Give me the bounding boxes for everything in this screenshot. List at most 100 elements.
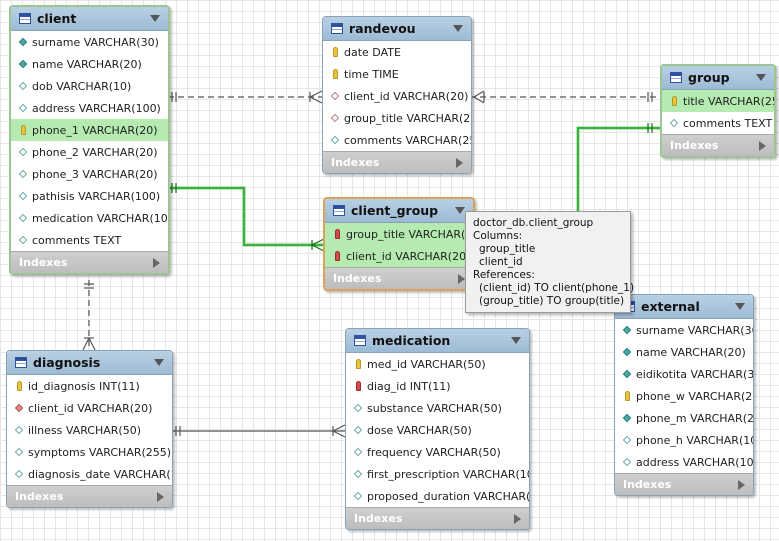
column-row[interactable]: group_title VARCHAR(25) xyxy=(323,107,471,129)
column-row[interactable]: medication VARCHAR(100) xyxy=(11,207,168,229)
column-row[interactable]: date DATE xyxy=(323,41,471,63)
column-row[interactable]: group_title VARCHAR(25) xyxy=(325,223,473,245)
column-row[interactable]: eidikotita VARCHAR(30) xyxy=(615,363,753,385)
column-row[interactable]: client_id VARCHAR(20) xyxy=(7,397,172,419)
relationship-randevou-group[interactable] xyxy=(470,90,660,104)
table-header[interactable]: medication xyxy=(346,329,529,353)
expand-arrow-icon[interactable] xyxy=(759,140,766,151)
table-group[interactable]: group title VARCHAR(25)comments TEXT Ind… xyxy=(660,64,776,158)
indexes-section[interactable]: Indexes xyxy=(325,267,473,289)
column-row[interactable]: illness VARCHAR(50) xyxy=(7,419,172,441)
expand-arrow-icon[interactable] xyxy=(157,491,164,502)
column-row[interactable]: frequency VARCHAR(50) xyxy=(346,441,529,463)
column-row[interactable]: comments TEXT xyxy=(662,112,774,134)
column-label: time TIME xyxy=(344,67,399,81)
table-header[interactable]: diagnosis xyxy=(7,351,172,375)
column-row[interactable]: phone_m VARCHAR(22) xyxy=(615,407,753,429)
column-label: client_id VARCHAR(20) xyxy=(346,249,471,263)
column-list: id_diagnosis INT(11)client_id VARCHAR(20… xyxy=(7,375,172,485)
column-row[interactable]: med_id VARCHAR(50) xyxy=(346,353,529,375)
nullable-column-icon-shape xyxy=(18,235,28,245)
expand-arrow-icon[interactable] xyxy=(514,513,521,524)
tooltip-title: doctor_db.client_group xyxy=(473,217,594,229)
table-header[interactable]: client xyxy=(11,7,168,31)
collapse-arrow-icon[interactable] xyxy=(511,337,521,344)
relationship-diagnosis-medication[interactable] xyxy=(172,424,346,438)
nullable-column-icon xyxy=(17,191,29,201)
column-row[interactable]: time TIME xyxy=(323,63,471,85)
column-row[interactable]: name VARCHAR(20) xyxy=(615,341,753,363)
column-row[interactable]: name VARCHAR(20) xyxy=(11,53,168,75)
collapse-arrow-icon[interactable] xyxy=(756,74,766,81)
expand-arrow-icon[interactable] xyxy=(738,479,745,490)
indexes-section[interactable]: Indexes xyxy=(7,485,172,507)
column-row[interactable]: surname VARCHAR(30) xyxy=(615,319,753,341)
column-row[interactable]: pathisis VARCHAR(100) xyxy=(11,185,168,207)
column-row[interactable]: id_diagnosis INT(11) xyxy=(7,375,172,397)
table-external[interactable]: external surname VARCHAR(30)name VARCHAR… xyxy=(614,294,754,496)
table-header[interactable]: group xyxy=(662,66,774,90)
column-row[interactable]: address VARCHAR(100) xyxy=(615,451,753,473)
column-row[interactable]: phone_h VARCHAR(10) xyxy=(615,429,753,451)
column-row[interactable]: comments VARCHAR(255) xyxy=(323,129,471,151)
relationship-client-randevou[interactable] xyxy=(168,90,323,104)
primary-key-icon-shape xyxy=(20,125,26,135)
column-row[interactable]: first_prescription VARCHAR(10) xyxy=(346,463,529,485)
table-client-group[interactable]: client_group group_title VARCHAR(25) clie… xyxy=(323,197,475,291)
column-row[interactable]: dob VARCHAR(10) xyxy=(11,75,168,97)
column-label: phone_2 VARCHAR(20) xyxy=(32,145,158,159)
expand-arrow-icon[interactable] xyxy=(458,273,465,284)
column-row[interactable]: client_id VARCHAR(20) xyxy=(325,245,473,267)
column-row[interactable]: phone_w VARCHAR(22) xyxy=(615,385,753,407)
collapse-arrow-icon[interactable] xyxy=(453,25,463,32)
indexes-label: Indexes xyxy=(331,156,380,169)
column-row[interactable]: address VARCHAR(100) xyxy=(11,97,168,119)
column-row[interactable]: proposed_duration VARCHAR(50) xyxy=(346,485,529,507)
column-label: illness VARCHAR(50) xyxy=(28,423,142,437)
collapse-arrow-icon[interactable] xyxy=(154,359,164,366)
expand-arrow-icon[interactable] xyxy=(456,157,463,168)
column-label: dob VARCHAR(10) xyxy=(32,79,132,93)
table-header[interactable]: randevou xyxy=(323,17,471,41)
collapse-arrow-icon[interactable] xyxy=(455,207,465,214)
table-header[interactable]: external xyxy=(615,295,753,319)
indexes-section[interactable]: Indexes xyxy=(11,251,168,273)
table-diagnosis[interactable]: diagnosis id_diagnosis INT(11)client_id … xyxy=(6,350,173,508)
column-row[interactable]: phone_2 VARCHAR(20) xyxy=(11,141,168,163)
relationship-group-client-group[interactable] xyxy=(576,123,660,240)
tooltip-references-label: References: xyxy=(473,269,535,281)
column-row[interactable]: phone_3 VARCHAR(20) xyxy=(11,163,168,185)
foreign-primary-key-icon-shape xyxy=(355,381,361,391)
not-null-column-icon xyxy=(621,325,633,335)
column-list: surname VARCHAR(30)name VARCHAR(20)eidik… xyxy=(615,319,753,473)
indexes-section[interactable]: Indexes xyxy=(323,151,471,173)
primary-key-icon xyxy=(17,125,29,135)
nullable-column-icon xyxy=(13,447,25,457)
column-row[interactable]: phone_1 VARCHAR(20) xyxy=(11,119,168,141)
column-row[interactable]: diagnosis_date VARCHAR(10) xyxy=(7,463,172,485)
column-row[interactable]: substance VARCHAR(50) xyxy=(346,397,529,419)
column-row[interactable]: surname VARCHAR(30) xyxy=(11,31,168,53)
column-row[interactable]: symptoms VARCHAR(255) xyxy=(7,441,172,463)
column-row[interactable]: title VARCHAR(25) xyxy=(662,90,774,112)
column-row[interactable]: comments TEXT xyxy=(11,229,168,251)
indexes-section[interactable]: Indexes xyxy=(662,134,774,156)
table-randevou[interactable]: randevou date DATE time TIME client_id VAR… xyxy=(322,16,472,174)
collapse-arrow-icon[interactable] xyxy=(150,15,160,22)
relationship-client-diagnosis[interactable] xyxy=(82,280,96,351)
column-row[interactable]: diag_id INT(11) xyxy=(346,375,529,397)
expand-arrow-icon[interactable] xyxy=(153,257,160,268)
table-icon xyxy=(670,72,682,83)
column-list: title VARCHAR(25)comments TEXT xyxy=(662,90,774,134)
table-medication[interactable]: medication med_id VARCHAR(50)diag_id INT… xyxy=(345,328,530,530)
indexes-section[interactable]: Indexes xyxy=(615,473,753,495)
column-row[interactable]: dose VARCHAR(50) xyxy=(346,419,529,441)
relationship-client-client-group[interactable] xyxy=(168,183,325,252)
indexes-section[interactable]: Indexes xyxy=(346,507,529,529)
table-header[interactable]: client_group xyxy=(325,199,473,223)
collapse-arrow-icon[interactable] xyxy=(735,303,745,310)
column-row[interactable]: client_id VARCHAR(20) xyxy=(323,85,471,107)
table-client[interactable]: client surname VARCHAR(30)name VARCHAR(2… xyxy=(9,5,170,275)
column-label: address VARCHAR(100) xyxy=(32,101,161,115)
column-label: comments VARCHAR(255) xyxy=(344,133,471,147)
